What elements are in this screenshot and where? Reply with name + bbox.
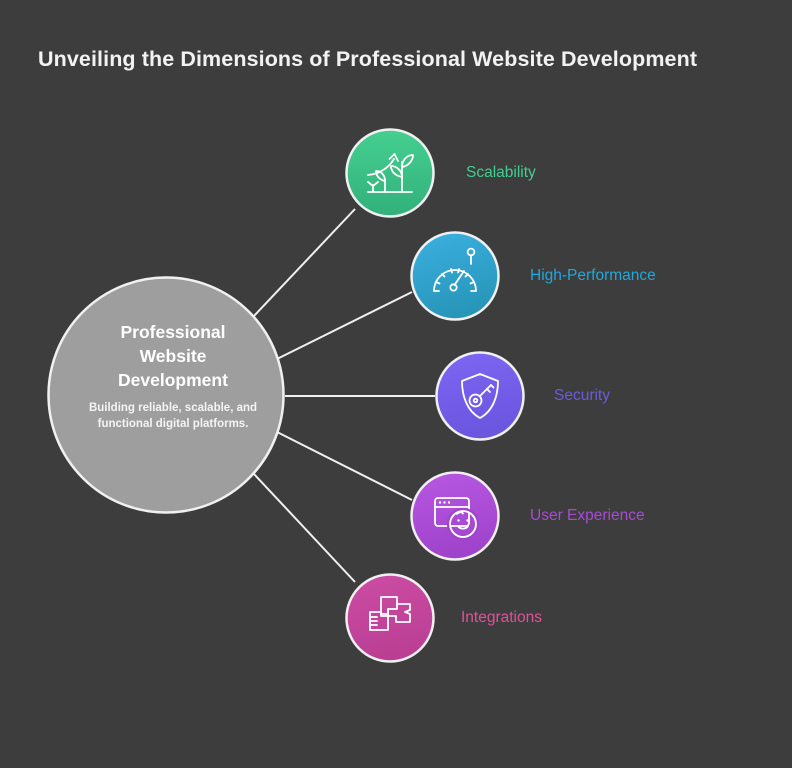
- browser-smiley-icon: [434, 497, 480, 541]
- connector-user-experience: [276, 431, 413, 501]
- node-high-performance[interactable]: [410, 231, 500, 321]
- node-label-security[interactable]: Security: [554, 387, 610, 404]
- connector-lines: [253, 208, 435, 583]
- node-label-integrations[interactable]: Integrations: [461, 609, 542, 626]
- speedometer-icon: [433, 247, 477, 292]
- connector-integrations: [253, 473, 356, 583]
- page-title: Unveiling the Dimensions of Professional…: [38, 47, 698, 71]
- node-integrations[interactable]: [345, 573, 435, 663]
- node-circle-user-experience[interactable]: [410, 471, 500, 561]
- plant-growth-icon: [367, 153, 414, 193]
- node-circle-integrations[interactable]: [345, 573, 435, 663]
- connector-scalability: [253, 208, 356, 317]
- puzzle-pieces-icon: [369, 596, 411, 631]
- shield-key-icon: [461, 373, 499, 419]
- node-label-high-performance[interactable]: High-Performance: [530, 267, 656, 284]
- node-user-experience[interactable]: [410, 471, 500, 561]
- connector-high-performance: [276, 291, 413, 360]
- node-label-user-experience[interactable]: User Experience: [530, 507, 645, 524]
- node-label-scalability[interactable]: Scalability: [466, 164, 536, 181]
- hub-circle[interactable]: [47, 276, 285, 514]
- node-circle-high-performance[interactable]: [410, 231, 500, 321]
- node-security[interactable]: [435, 351, 525, 441]
- node-circle-scalability[interactable]: [345, 128, 435, 218]
- node-scalability[interactable]: [345, 128, 435, 218]
